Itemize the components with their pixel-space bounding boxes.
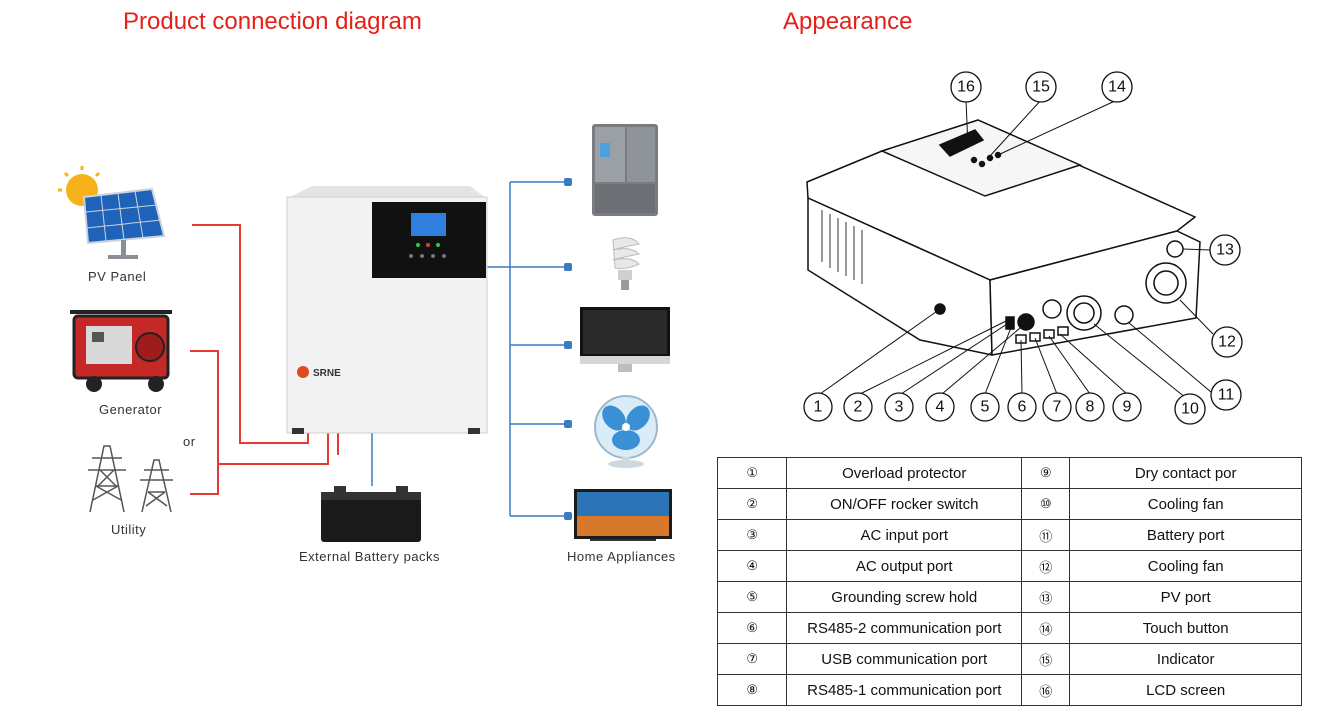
part-name: Indicator <box>1069 643 1302 675</box>
callout-10: 10 <box>1174 393 1206 425</box>
pv-panel-label: PV Panel <box>88 269 146 284</box>
svg-text:3: 3 <box>895 399 904 416</box>
connection-diagram-title: Product connection diagram <box>123 8 422 35</box>
callout-12: 12 <box>1211 326 1243 358</box>
callout-1: 1 <box>803 392 833 422</box>
svg-text:6: 6 <box>1018 399 1027 416</box>
svg-text:14: 14 <box>1108 79 1126 96</box>
svg-text:1: 1 <box>814 399 823 416</box>
part-name: PV port <box>1069 581 1302 613</box>
generator-icon <box>70 310 172 392</box>
svg-text:15: 15 <box>1032 79 1050 96</box>
part-number: ① <box>716 457 788 489</box>
battery-icon <box>321 486 421 542</box>
plug-icons <box>564 178 572 520</box>
part-name: ON/OFF rocker switch <box>786 488 1023 520</box>
part-name: AC input port <box>786 519 1023 551</box>
svg-text:5: 5 <box>981 399 990 416</box>
home-appliances-label: Home Appliances <box>567 549 676 564</box>
svg-text:9: 9 <box>1123 399 1132 416</box>
ac-wiring <box>190 224 339 495</box>
inverter-isometric-drawing <box>806 119 1201 356</box>
part-number: ⑨ <box>1021 457 1071 489</box>
part-number: ⑫ <box>1021 550 1071 582</box>
utility-label: Utility <box>111 522 146 537</box>
inverter-unit <box>286 186 488 434</box>
callout-13: 13 <box>1209 234 1241 266</box>
part-name: AC output port <box>786 550 1023 582</box>
inverter-brand-label: SRNE <box>313 368 341 379</box>
callout-3: 3 <box>884 392 914 422</box>
part-number: ② <box>716 488 788 520</box>
svg-text:7: 7 <box>1053 399 1062 416</box>
part-number: ⑥ <box>716 612 788 644</box>
callout-8: 8 <box>1075 392 1105 422</box>
television-icon <box>574 489 672 541</box>
part-name: Dry contact por <box>1069 457 1302 489</box>
callout-11: 11 <box>1210 379 1242 411</box>
part-number: ⑪ <box>1021 519 1071 551</box>
svg-text:4: 4 <box>936 399 945 416</box>
svg-text:11: 11 <box>1218 387 1235 404</box>
part-name: USB communication port <box>786 643 1023 675</box>
callout-7: 7 <box>1042 392 1072 422</box>
part-number: ⑭ <box>1021 612 1071 644</box>
solar-panel-icon <box>58 166 166 259</box>
svg-text:13: 13 <box>1216 242 1234 259</box>
or-label: or <box>183 434 196 449</box>
callout-9: 9 <box>1112 392 1142 422</box>
callout-6: 6 <box>1007 392 1037 422</box>
callout-2: 2 <box>843 392 873 422</box>
part-name: RS485-1 communication port <box>786 674 1023 706</box>
part-number: ⑩ <box>1021 488 1071 520</box>
callout-4: 4 <box>925 392 955 422</box>
part-name: Battery port <box>1069 519 1302 551</box>
battery-label: External Battery packs <box>299 549 440 564</box>
srne-logo: SRNE <box>297 366 341 379</box>
part-number: ⑬ <box>1021 581 1071 613</box>
part-name: Cooling fan <box>1069 488 1302 520</box>
part-number: ⑧ <box>716 674 788 706</box>
svg-text:2: 2 <box>854 399 863 416</box>
generator-label: Generator <box>99 402 162 417</box>
part-number: ④ <box>716 550 788 582</box>
svg-text:8: 8 <box>1086 399 1095 416</box>
fan-icon <box>594 395 658 468</box>
part-name: Cooling fan <box>1069 550 1302 582</box>
part-number: ⑦ <box>716 643 788 675</box>
callout-leaders <box>819 99 1214 399</box>
callout-16: 16 <box>950 71 982 103</box>
callout-5: 5 <box>970 392 1000 422</box>
callout-14: 14 <box>1101 71 1133 103</box>
svg-text:12: 12 <box>1218 334 1236 351</box>
monitor-icon <box>580 307 670 372</box>
part-number: ⑮ <box>1021 643 1071 675</box>
part-name: Grounding screw hold <box>786 581 1023 613</box>
refrigerator-icon <box>592 124 658 216</box>
callout-15: 15 <box>1025 71 1057 103</box>
svg-text:16: 16 <box>957 79 975 96</box>
utility-tower-icon <box>88 445 173 513</box>
part-name: RS485-2 communication port <box>786 612 1023 644</box>
dc-wiring <box>371 181 566 517</box>
appearance-title: Appearance <box>783 8 913 35</box>
part-name: Touch button <box>1069 612 1302 644</box>
svg-text:10: 10 <box>1181 401 1199 418</box>
part-name: Overload protector <box>786 457 1023 489</box>
part-number: ③ <box>716 519 788 551</box>
part-number: ⑯ <box>1021 674 1071 706</box>
light-bulb-icon <box>612 237 641 290</box>
part-name: LCD screen <box>1069 674 1302 706</box>
part-number: ⑤ <box>716 581 788 613</box>
